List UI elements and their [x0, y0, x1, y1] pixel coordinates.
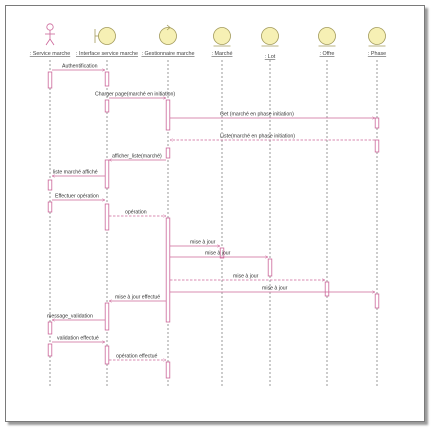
activation-bar [47, 343, 53, 357]
activation-bar [219, 247, 225, 259]
entity-icon [213, 27, 231, 47]
activation-bar [47, 71, 53, 89]
activation-bar [104, 99, 110, 113]
message-label: Charger page(marché en initiation) [95, 92, 175, 98]
participant-name-p1: : Interface service marche [76, 51, 138, 57]
entity-icon [261, 27, 279, 47]
activation-bar [104, 345, 110, 365]
activation-bar [47, 201, 53, 213]
message-label: Authentification [62, 64, 98, 70]
boundary-icon [94, 27, 116, 45]
activation-bar [104, 159, 110, 189]
control-icon [159, 24, 177, 45]
lifelines [49, 60, 378, 388]
activation-bar [267, 258, 273, 277]
activation-bar [104, 71, 110, 87]
participant-name-p4: : Lot [265, 54, 276, 60]
message-label: liste marché affiché [53, 170, 98, 176]
message-label: validation effectué [57, 336, 99, 342]
message-label: opération [125, 210, 147, 216]
activation-bars [47, 71, 380, 379]
participant-name-p5: : Offre [320, 51, 335, 57]
message-label: mise à jour [190, 240, 216, 246]
entity-icon [318, 27, 336, 47]
message-label: Get (marché en phase initiation) [220, 112, 294, 118]
activation-bar [47, 321, 53, 335]
participant-name-p2: : Gestionnaire marche [141, 51, 194, 57]
participant-name-p3: : Marché [212, 51, 233, 57]
activation-bar [374, 139, 380, 153]
message-label: message_validation [47, 314, 93, 320]
message-label: afficher_liste(marché) [112, 154, 162, 160]
message-label: mise à jour [205, 251, 231, 257]
actor-icon [45, 23, 55, 46]
activation-bar [165, 361, 171, 379]
participant-heads: : Service marche : Interface service marc… [30, 23, 386, 60]
activation-bar [104, 302, 110, 331]
activation-bar [47, 179, 53, 191]
participant-name-p6: : Phase [368, 51, 386, 57]
message-label: mise à jour [233, 274, 259, 280]
entity-icon [368, 27, 386, 47]
message-label: Effectuer opération [55, 194, 99, 200]
message-label: opération effectué [116, 354, 158, 360]
activation-bar [374, 293, 380, 309]
activation-bar [104, 203, 110, 231]
message-label: Liste(marché en phase initiation) [220, 134, 295, 140]
participant-name-p0: : Service marche [30, 51, 70, 57]
diagram-frame [5, 5, 425, 422]
activation-bar [324, 281, 330, 297]
activation-bar [165, 217, 171, 323]
activation-bar [165, 99, 171, 131]
activation-bar [165, 147, 171, 159]
message-label: mise à jour [262, 286, 288, 292]
message-label: mise à jour effectué [115, 295, 160, 301]
activation-bar [374, 117, 380, 129]
